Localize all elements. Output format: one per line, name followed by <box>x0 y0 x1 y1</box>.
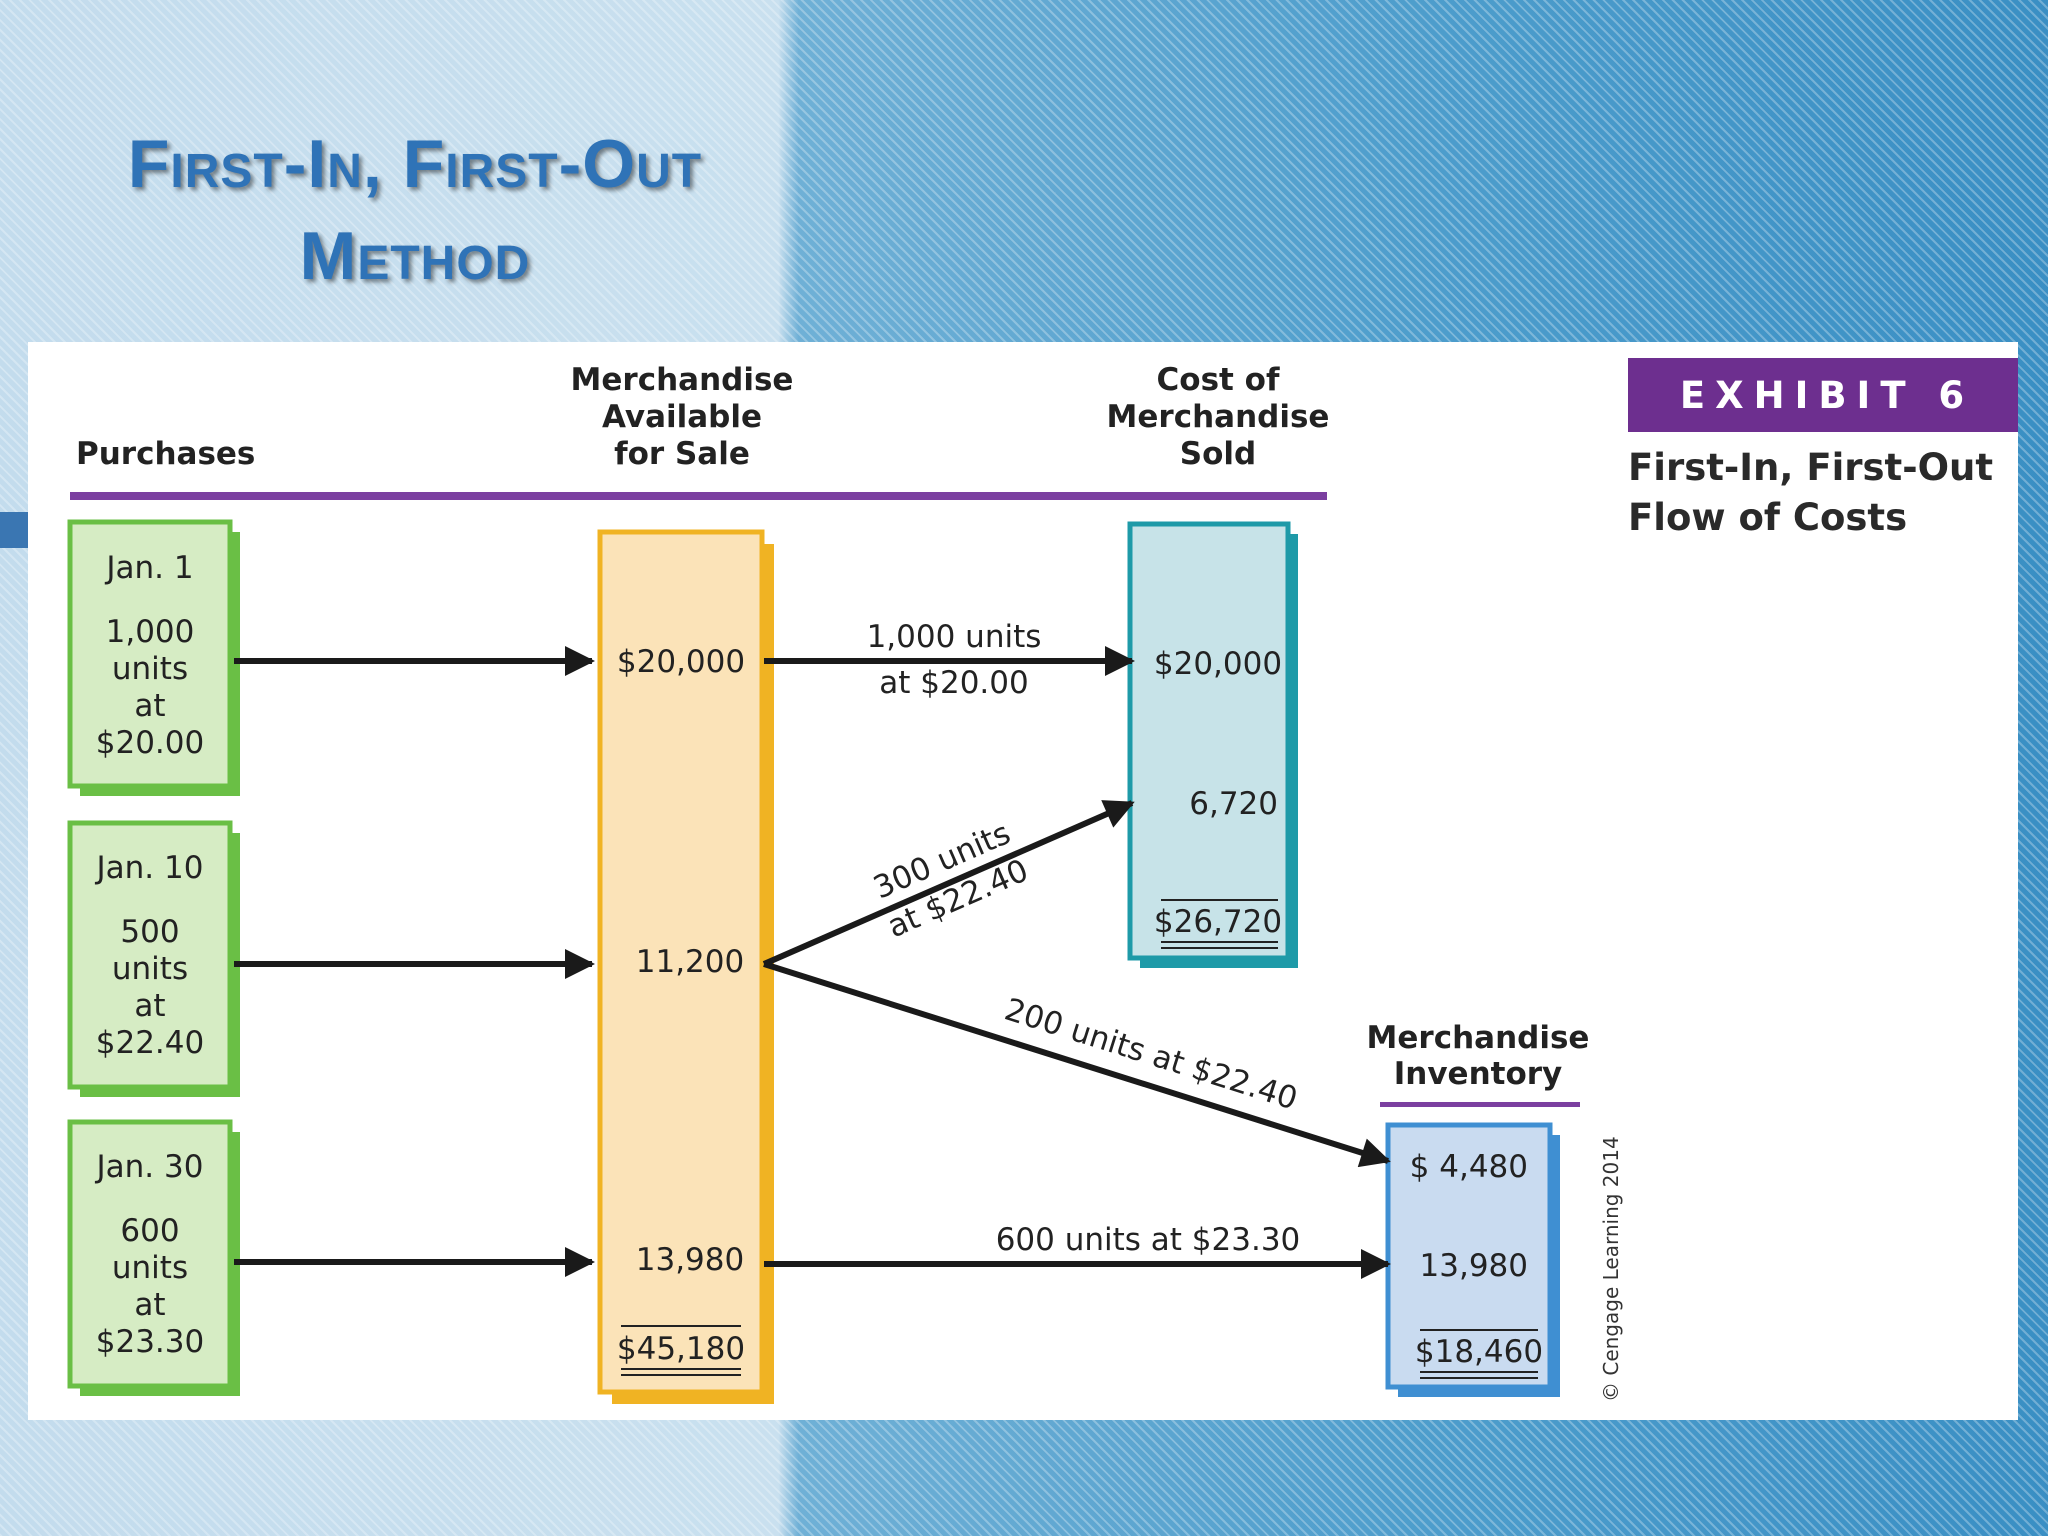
exhibit-panel: Purchases Merchandise Available for Sale… <box>28 342 2026 1420</box>
cogs-value-2: 6,720 <box>1189 786 1278 822</box>
purchase-date: Jan. 30 <box>95 1149 204 1185</box>
purchase-price: $20.00 <box>96 725 204 761</box>
purchase-at-label: at <box>134 988 165 1024</box>
slide-title-line1: First-In, First-Out <box>127 126 703 202</box>
purchase-units-label: units <box>112 951 188 987</box>
available-value-jan-10: 11,200 <box>636 944 744 980</box>
purchase-price: $23.30 <box>96 1324 204 1360</box>
header-rule <box>70 492 1327 500</box>
fifo-flow-diagram: Purchases Merchandise Available for Sale… <box>67 358 2026 1404</box>
left-accent-strip <box>0 512 28 548</box>
exhibit-badge-text: EXHIBIT 6 <box>1680 374 1974 417</box>
purchase-quantity: 1,000 <box>106 614 195 650</box>
header-cogs-line1: Cost of <box>1157 362 1280 398</box>
exhibit-badge <box>1628 358 2026 432</box>
purchase-at-label: at <box>134 688 165 724</box>
flow-label-600-units: 600 units at $23.30 <box>996 1222 1301 1258</box>
purchase-date: Jan. 10 <box>95 850 204 886</box>
slide-title-line2: Method <box>299 218 531 294</box>
copyright-notice: © Cengage Learning 2014 <box>1599 1136 1623 1402</box>
purchase-quantity: 500 <box>120 914 179 950</box>
purchase-quantity: 600 <box>120 1213 179 1249</box>
exhibit-subtitle-line2: Flow of Costs <box>1628 496 1907 539</box>
merchandise-inventory-box: $ 4,480 13,980 $18,460 <box>1385 1122 1560 1397</box>
header-available-line2: Available <box>602 399 762 435</box>
inventory-value-1: $ 4,480 <box>1410 1149 1528 1185</box>
purchase-box-jan-10: Jan. 10 500 units at $22.40 <box>67 820 240 1097</box>
header-inventory-line2: Inventory <box>1394 1056 1563 1092</box>
flow-label-1000-units: 1,000 units <box>867 619 1042 655</box>
cost-of-goods-sold-box: $20,000 6,720 $26,720 <box>1127 521 1298 968</box>
cogs-total: $26,720 <box>1154 904 1282 940</box>
flow-label-at-20: at $20.00 <box>879 665 1028 701</box>
inventory-value-2: 13,980 <box>1420 1248 1528 1284</box>
header-available-line3: for Sale <box>614 436 750 472</box>
available-value-jan-30: 13,980 <box>636 1242 744 1278</box>
arrow-200-units-to-inventory <box>763 961 1391 1168</box>
header-cogs-line3: Sold <box>1180 436 1256 472</box>
cogs-value-1: $20,000 <box>1154 646 1282 682</box>
arrow-300-units-to-cogs <box>762 800 1135 967</box>
header-cogs-line2: Merchandise <box>1107 399 1330 435</box>
header-purchases: Purchases <box>76 436 255 472</box>
available-total: $45,180 <box>617 1331 745 1367</box>
inventory-total: $18,460 <box>1415 1334 1543 1370</box>
purchase-price: $22.40 <box>96 1025 204 1061</box>
purchase-box-jan-30: Jan. 30 600 units at $23.30 <box>67 1119 240 1396</box>
exhibit-subtitle-line1: First-In, First-Out <box>1628 446 1993 489</box>
header-inventory-line1: Merchandise <box>1367 1020 1590 1056</box>
available-value-jan-1: $20,000 <box>617 644 745 680</box>
available-for-sale-box: $20,000 11,200 13,980 $45,180 <box>597 529 774 1404</box>
purchase-box-jan-1: Jan. 1 1,000 units at $20.00 <box>67 519 240 796</box>
purchase-date: Jan. 1 <box>104 550 193 586</box>
purchase-at-label: at <box>134 1287 165 1323</box>
slide-title: First-In, First-Out Method <box>55 118 775 302</box>
purchase-units-label: units <box>112 651 188 687</box>
purchase-units-label: units <box>112 1250 188 1286</box>
header-available-line1: Merchandise <box>571 362 794 398</box>
inventory-header-rule <box>1380 1102 1580 1107</box>
